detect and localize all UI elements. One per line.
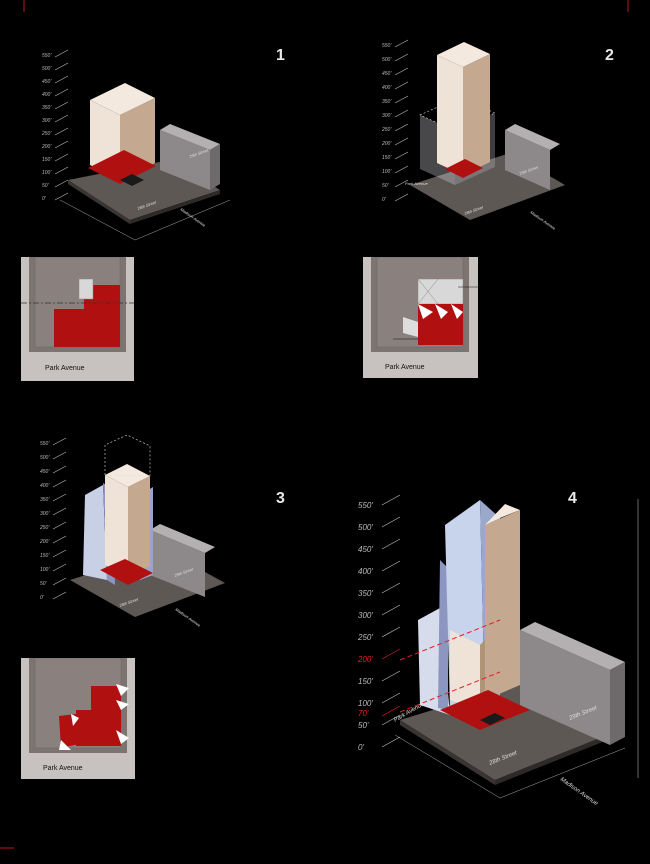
tick-label: 100' [358, 699, 373, 708]
height-scale-3: 550' 500' 450' 400' 350' 300' 250' 200' … [39, 437, 67, 601]
street-label: Madison Avenue [529, 210, 557, 232]
tick-label: 350' [358, 589, 373, 598]
panel-number-4: 4 [568, 490, 577, 507]
tick-label: 400' [40, 483, 50, 489]
tick-label: 250' [357, 633, 373, 642]
tick-label: 50' [382, 183, 390, 189]
tick-label: 100' [40, 567, 50, 573]
plan-label: Park Avenue [45, 365, 85, 372]
tick-label: 450' [382, 71, 392, 77]
tick-label: 0' [358, 743, 364, 752]
tick-label: 0' [42, 196, 47, 202]
panel-number-3: 3 [276, 490, 285, 507]
tick-label: 200' [39, 539, 50, 545]
plan-2: Park Avenue [363, 257, 478, 378]
tick-label: 200' [381, 141, 392, 147]
plan-3: Park Avenue [21, 658, 135, 779]
plan-label: Park Avenue [43, 765, 83, 772]
tick-label: 400' [42, 92, 52, 98]
tick-label: 500' [40, 455, 50, 461]
tick-label: 250' [39, 525, 50, 531]
height-scale-1: 550' 500' 450' 400' 350' 300' 250' 200' … [41, 49, 69, 202]
tick-label: 450' [358, 545, 373, 554]
tick-label: 300' [358, 611, 373, 620]
base-footprint [88, 150, 156, 184]
panel-number-2: 2 [605, 47, 614, 64]
tick-label: 450' [40, 469, 50, 475]
tick-label: 150' [40, 553, 50, 559]
tick-label: 150' [42, 157, 52, 163]
tick-label: 150' [358, 677, 373, 686]
tick-label: 200' [41, 144, 52, 150]
tick-label: 500' [382, 57, 392, 63]
tick-label: 250' [41, 131, 52, 137]
street-label: Madison Avenue [179, 207, 207, 229]
tick-label-highlight: 200' [357, 655, 373, 664]
tick-label: 300' [40, 511, 50, 517]
height-scale-2: 550' 500' 450' 400' 350' 300' 250' 200' … [381, 39, 409, 203]
tick-label: 500' [42, 66, 52, 72]
tick-label: 550' [42, 53, 52, 59]
tick-label: 550' [40, 441, 50, 447]
tick-label: 50' [40, 581, 48, 587]
street-label: Madison Avenue [174, 607, 202, 629]
tick-label: 300' [382, 113, 392, 119]
tick-label: 250' [381, 127, 392, 133]
tick-label: 150' [382, 155, 392, 161]
massing-diagram-2: 550' 500' 450' 400' 350' 300' 250' 200' … [381, 39, 565, 232]
panel-number-1: 1 [276, 47, 285, 64]
tick-label: 100' [382, 169, 392, 175]
tick-label: 450' [42, 79, 52, 85]
tick-label: 350' [42, 105, 52, 111]
massing-diagram-4: 550' 500' 450' 400' 350' 300' 250' 200' … [357, 494, 626, 808]
height-scale-4: 550' 500' 450' 400' 350' 300' 250' 200' … [357, 494, 401, 752]
tick-label: 400' [358, 567, 373, 576]
street-label: Madison Avenue [559, 777, 599, 808]
street-label: Park Avenue [405, 181, 428, 186]
tick-label: 50' [42, 183, 50, 189]
plan-1: Park Avenue [21, 257, 134, 381]
tick-label: 350' [40, 497, 50, 503]
tick-label: 50' [358, 721, 369, 730]
tick-label: 550' [358, 501, 373, 510]
tick-label: 300' [42, 118, 52, 124]
tick-label: 500' [358, 523, 373, 532]
tick-label: 100' [42, 170, 52, 176]
massing-diagram-1: 550' 500' 450' 400' 350' 300' 250' 200' … [41, 49, 231, 241]
plan-label: Park Avenue [385, 364, 425, 371]
tick-label: 400' [382, 85, 392, 91]
massing-diagram-3: 550' 500' 450' 400' 350' 300' 250' 200' … [39, 435, 225, 629]
tick-label: 550' [382, 43, 392, 49]
tick-label: 0' [382, 197, 387, 203]
tick-label-highlight: 70' [358, 709, 369, 718]
tick-label: 350' [382, 99, 392, 105]
tick-label: 0' [40, 595, 45, 601]
